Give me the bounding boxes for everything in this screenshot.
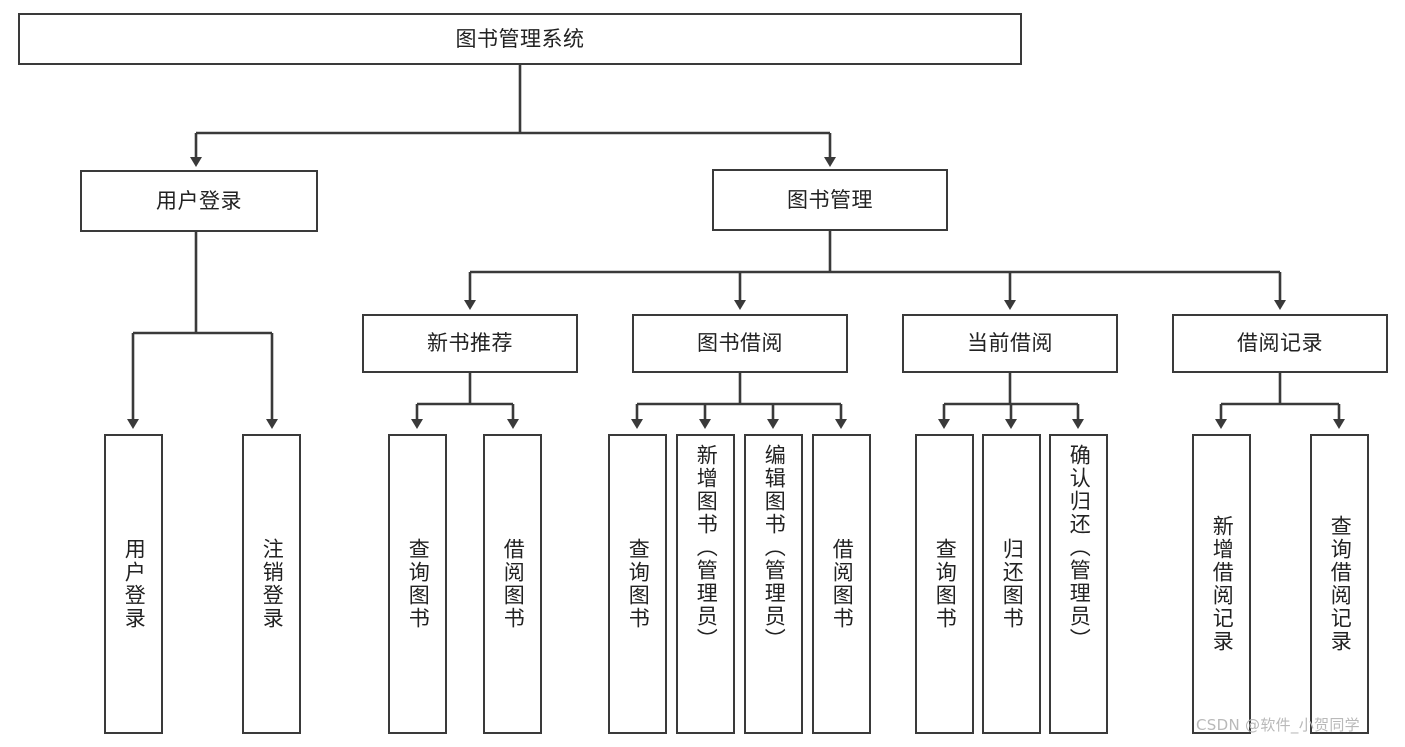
node-leaf-query-book-1[interactable]: 查询图书 [388, 434, 447, 734]
node-leaf-borrow-book-1[interactable]: 借阅图书 [483, 434, 542, 734]
node-leaf-edit-book[interactable]: 编辑图书（管理员） [744, 434, 803, 734]
node-leaf-confirm-return-label: 确认归还（管理员） [1067, 444, 1092, 651]
node-leaf-query-book-3[interactable]: 查询图书 [915, 434, 974, 734]
node-leaf-query-record[interactable]: 查询借阅记录 [1310, 434, 1369, 734]
node-leaf-logout-label: 注销登录 [260, 538, 285, 630]
node-current-borrow[interactable]: 当前借阅 [902, 314, 1118, 373]
node-current-borrow-label: 当前借阅 [967, 331, 1053, 355]
node-leaf-add-record-label: 新增借阅记录 [1210, 515, 1235, 653]
node-borrow-record[interactable]: 借阅记录 [1172, 314, 1388, 373]
node-borrow-record-label: 借阅记录 [1237, 331, 1323, 355]
node-leaf-query-book-2-label: 查询图书 [626, 538, 651, 630]
node-user-login-label: 用户登录 [156, 188, 242, 213]
node-book-manage[interactable]: 图书管理 [712, 169, 948, 231]
node-leaf-query-book-2[interactable]: 查询图书 [608, 434, 667, 734]
node-leaf-borrow-book-2[interactable]: 借阅图书 [812, 434, 871, 734]
node-leaf-return-book-label: 归还图书 [1000, 538, 1025, 630]
node-book-borrow-label: 图书借阅 [697, 331, 783, 355]
node-leaf-borrow-book-2-label: 借阅图书 [830, 538, 855, 630]
node-leaf-confirm-return[interactable]: 确认归还（管理员） [1049, 434, 1108, 734]
node-leaf-edit-book-label: 编辑图书（管理员） [762, 444, 787, 651]
node-book-borrow[interactable]: 图书借阅 [632, 314, 848, 373]
node-leaf-add-book[interactable]: 新增图书（管理员） [676, 434, 735, 734]
node-leaf-borrow-book-1-label: 借阅图书 [501, 538, 526, 630]
node-leaf-add-book-label: 新增图书（管理员） [694, 444, 719, 651]
node-leaf-query-record-label: 查询借阅记录 [1328, 515, 1353, 653]
node-leaf-user-login-label: 用户登录 [122, 538, 147, 630]
node-new-book-rec[interactable]: 新书推荐 [362, 314, 578, 373]
node-book-manage-label: 图书管理 [787, 187, 873, 212]
node-root-label: 图书管理系统 [455, 26, 585, 51]
node-leaf-return-book[interactable]: 归还图书 [982, 434, 1041, 734]
node-user-login[interactable]: 用户登录 [80, 170, 318, 232]
node-leaf-query-book-3-label: 查询图书 [933, 538, 958, 630]
node-new-book-rec-label: 新书推荐 [427, 331, 513, 355]
node-leaf-query-book-1-label: 查询图书 [406, 538, 431, 630]
watermark: CSDN @软件_小贺同学 [1196, 716, 1360, 734]
node-leaf-add-record[interactable]: 新增借阅记录 [1192, 434, 1251, 734]
node-leaf-logout[interactable]: 注销登录 [242, 434, 301, 734]
node-root[interactable]: 图书管理系统 [18, 13, 1022, 65]
node-leaf-user-login[interactable]: 用户登录 [104, 434, 163, 734]
